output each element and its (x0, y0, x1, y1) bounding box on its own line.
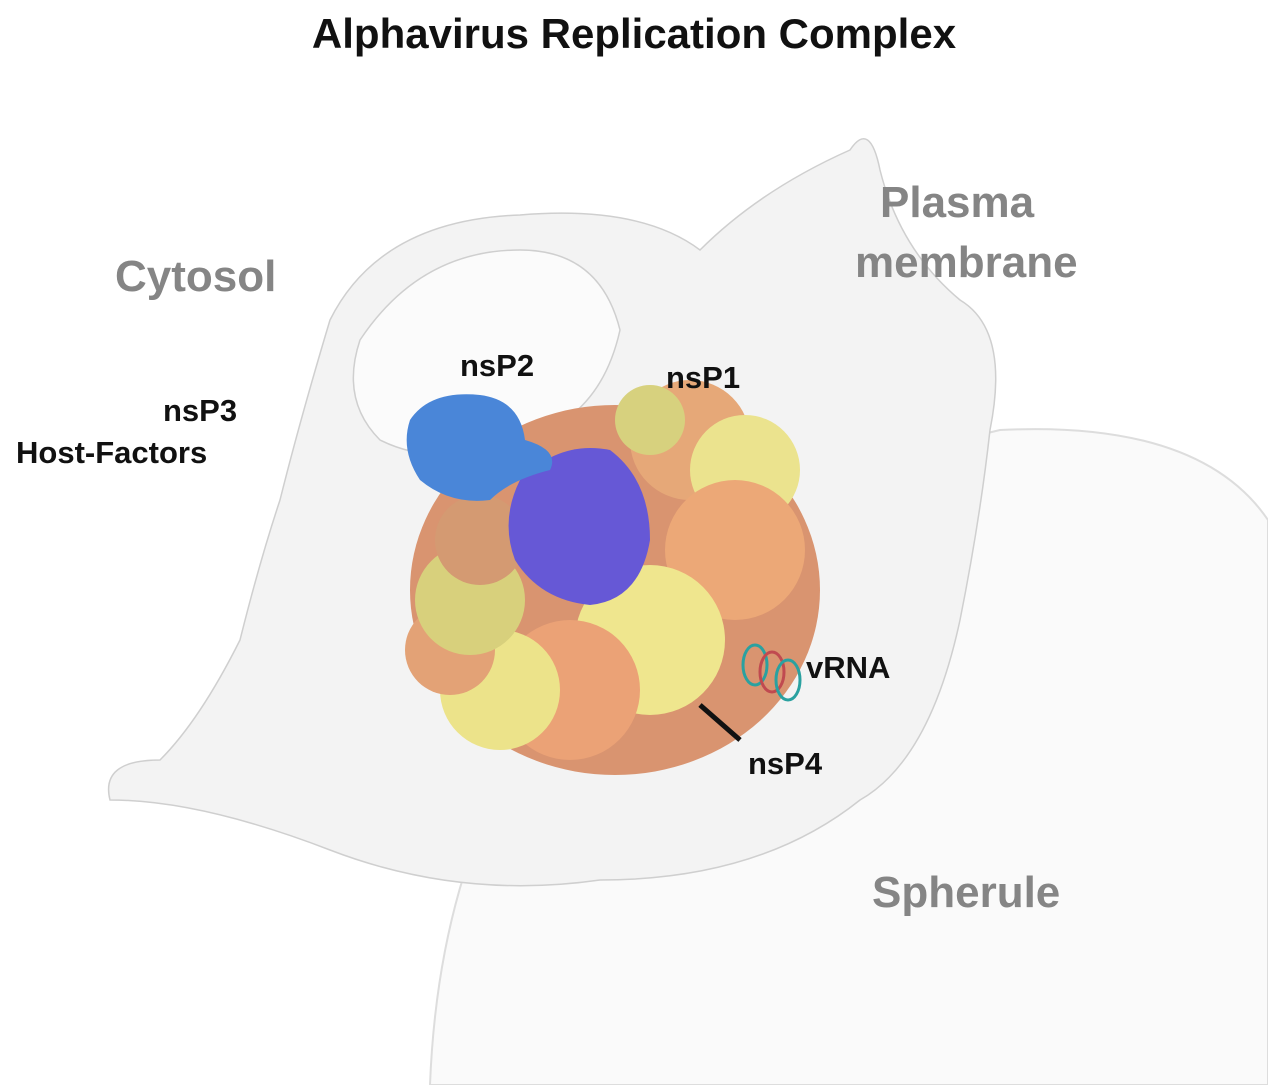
nsp3-label: nsP3 (163, 393, 238, 428)
nsp1-ring (405, 380, 820, 775)
plasma-membrane-label-line2: membrane (855, 238, 1078, 287)
host-factors-label: Host-Factors (16, 435, 208, 470)
nsp2-label: nsP2 (460, 348, 535, 383)
nsp4-label: nsP4 (748, 746, 823, 781)
vrna-helix (741, 643, 802, 702)
nsp4-pointer-arrow (698, 703, 742, 742)
vrna-label: vRNA (806, 650, 891, 685)
nsp4-protein (508, 448, 650, 605)
plasma-membrane-label-line1: Plasma (880, 178, 1035, 227)
figure-title: Alphavirus Replication Complex (311, 10, 957, 57)
spherule-label: Spherule (872, 868, 1061, 917)
cytosol-label: Cytosol (115, 252, 277, 301)
nsp2-protein (406, 394, 553, 501)
nsp1-label: nsP1 (666, 360, 741, 395)
